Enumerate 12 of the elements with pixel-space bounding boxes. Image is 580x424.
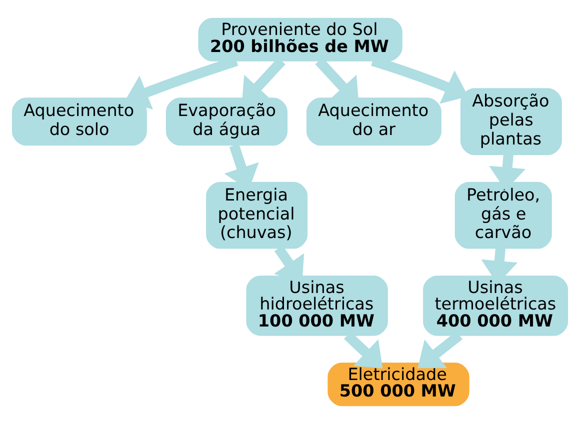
node-box: Absorção pelas plantas (460, 88, 562, 156)
node-box: Usinas hidroelétricas 100 000 MW (246, 276, 388, 336)
node-box: Aquecimento do ar (306, 98, 442, 146)
arrow (481, 248, 518, 284)
node-box: Eletricidade 500 000 MW (328, 362, 470, 406)
node-box: Energia potencial (chuvas) (206, 182, 308, 249)
node-box: Evaporação da água (166, 98, 288, 146)
node-box: Proveniente do Sol 200 bilhões de MW (198, 18, 402, 62)
node-box: Aquecimento do solo (12, 98, 147, 146)
arrow (489, 154, 526, 190)
node-box: Petróleo, gás e carvão (454, 182, 552, 249)
node-box: Usinas termoelétricas 400 000 MW (423, 276, 568, 336)
